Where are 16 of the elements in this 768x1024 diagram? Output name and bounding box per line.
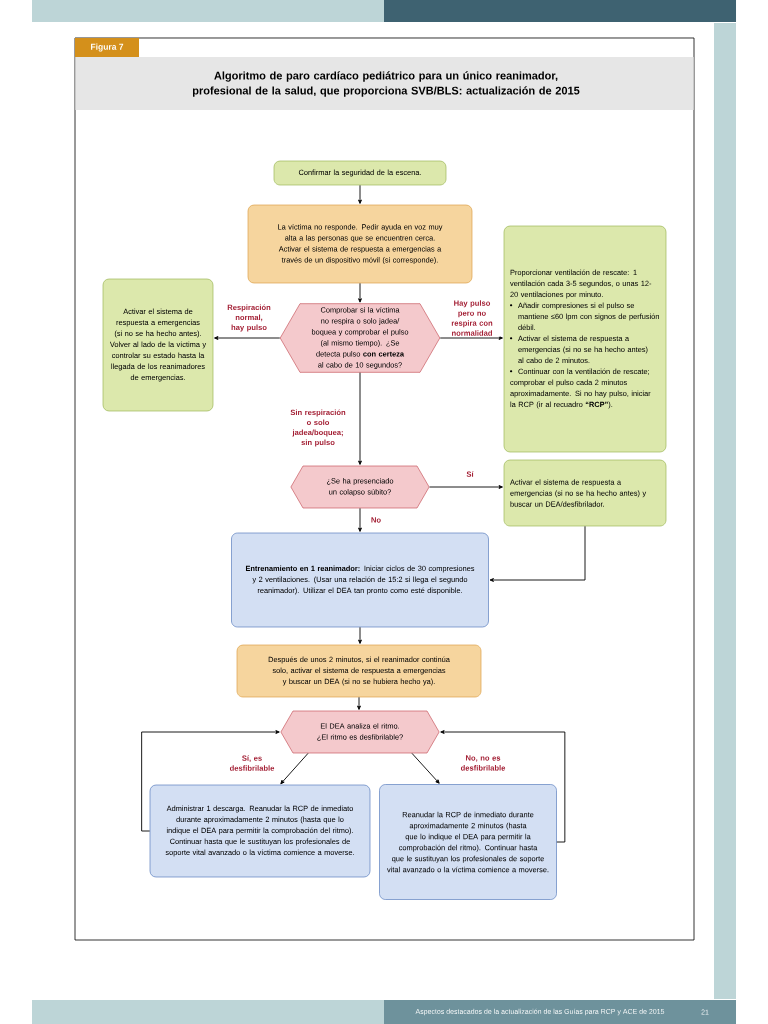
- arrow: [357, 696, 361, 710]
- arrow: [358, 507, 362, 532]
- arrow: [358, 184, 362, 204]
- arrow: [280, 752, 309, 785]
- arrow: [429, 485, 503, 489]
- arrow: [440, 730, 566, 843]
- arrow: [358, 282, 362, 303]
- arrow: [214, 336, 281, 340]
- arrow: [141, 730, 280, 832]
- arrow: [489, 525, 586, 582]
- arrow: [358, 372, 362, 465]
- title-banner: Algoritmo de paro cardíaco pediátrico para un único reanimador, profesional de la salud, que proporciona SVB/BLS: actualización de 2015: [75, 57, 694, 110]
- arrow: [411, 752, 440, 784]
- arrow: [439, 336, 503, 340]
- figure-tab: Figura 7: [75, 38, 139, 57]
- arrow: [358, 626, 362, 644]
